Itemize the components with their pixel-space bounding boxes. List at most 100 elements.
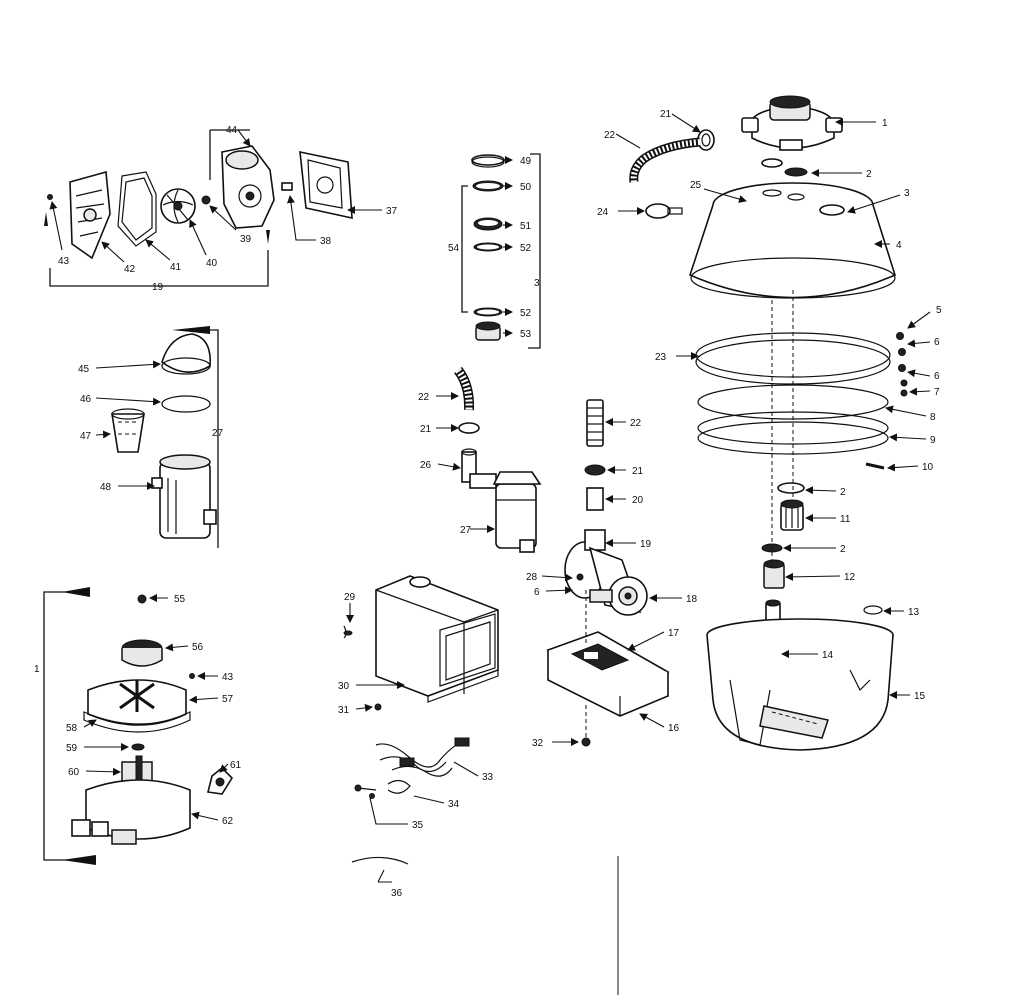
callout-18: 18 <box>686 594 698 605</box>
strainer-basket-part-47 <box>111 408 145 453</box>
callout-15: 15 <box>914 691 926 702</box>
callout-29: 29 <box>344 592 356 603</box>
hose-part-22-top <box>629 137 701 183</box>
callout-38: 38 <box>320 236 332 247</box>
pump-base-part-16 <box>546 631 670 717</box>
callout-43-top: 43 <box>58 256 70 267</box>
callout-20: 20 <box>632 495 644 506</box>
callout-58: 58 <box>66 723 78 734</box>
bracket-group-1 <box>43 591 70 861</box>
callout-51: 51 <box>520 221 532 232</box>
callout-40: 40 <box>206 258 218 269</box>
callout-56: 56 <box>192 642 204 653</box>
gasket-part-2-mid <box>777 482 805 494</box>
clamp-part-21-right <box>584 464 606 476</box>
leader-lines <box>49 113 931 883</box>
power-cord-part-33 <box>375 737 470 777</box>
callout-44: 44 <box>226 125 238 136</box>
cover-part-30 <box>375 575 499 703</box>
callout-43-mid: 43 <box>222 672 234 683</box>
screw-part-32 <box>581 737 591 747</box>
callout-52-upper: 52 <box>520 243 532 254</box>
lid-o-ring-part-46 <box>161 395 211 413</box>
callout-41: 41 <box>170 262 182 273</box>
strainer-part-11 <box>780 499 804 531</box>
callout-42: 42 <box>124 264 136 275</box>
callout-22-top: 22 <box>604 130 616 141</box>
o-ring-part-52-upper <box>473 242 503 252</box>
callout-32: 32 <box>532 738 544 749</box>
hose-part-22-left <box>453 366 475 411</box>
arrow-group-1-bottom <box>62 855 96 865</box>
callout-55: 55 <box>174 594 186 605</box>
valve-head-part-1 <box>741 95 843 151</box>
callout-27-center: 27 <box>460 525 472 536</box>
tank-body-part-15 <box>706 618 894 751</box>
callout-21-top: 21 <box>660 109 672 120</box>
callout-1-group: 1 <box>34 664 40 675</box>
callout-34: 34 <box>448 799 460 810</box>
callout-2-low: 2 <box>840 544 846 555</box>
impeller-part-40 <box>160 188 196 224</box>
callout-3: 3 <box>904 188 910 199</box>
callout-17: 17 <box>668 628 680 639</box>
callout-19-group: 19 <box>152 282 164 293</box>
callout-50: 50 <box>520 182 532 193</box>
callout-19-pump: 19 <box>640 539 652 550</box>
callout-22-right: 22 <box>630 418 642 429</box>
callout-11: 11 <box>840 514 851 525</box>
callout-30: 30 <box>338 681 350 692</box>
callout-8: 8 <box>930 412 936 423</box>
callout-62: 62 <box>222 816 234 827</box>
knob-part-56 <box>121 639 163 667</box>
sight-gauge-part-24 <box>645 203 683 219</box>
clamp-band-part-23 <box>695 332 908 397</box>
callout-53: 53 <box>520 329 532 340</box>
drain-plug-part-38 <box>281 182 293 191</box>
callout-57: 57 <box>222 694 234 705</box>
clamp-part-21-left <box>458 422 480 434</box>
callout-31: 31 <box>338 705 350 716</box>
callout-7: 7 <box>934 387 940 398</box>
screw-part-55 <box>137 594 147 604</box>
o-ring-part-59 <box>131 743 145 751</box>
callout-28: 28 <box>526 572 538 583</box>
gasket-part-41 <box>117 171 157 247</box>
callout-35: 35 <box>412 820 424 831</box>
nipple-part-20 <box>586 487 604 511</box>
callout-13: 13 <box>908 607 920 618</box>
callout-45: 45 <box>78 364 90 375</box>
callout-3-group: 3 <box>534 278 540 289</box>
cord-clamp-part-34 <box>387 779 411 794</box>
callout-24: 24 <box>597 207 609 218</box>
screw-part-43-top <box>47 194 53 200</box>
callout-labels: 1 2 3 4 5 6 6 7 8 9 10 2 11 2 12 13 14 1… <box>34 109 942 899</box>
callout-6-a: 6 <box>934 337 940 348</box>
strain-relief-part-35 <box>354 784 377 799</box>
callout-6-b: 6 <box>934 371 940 382</box>
gasket-part-2-upper <box>761 158 783 168</box>
callout-25: 25 <box>690 180 702 191</box>
bracket-group-19 <box>49 250 269 287</box>
elbow-part-26 <box>461 448 497 489</box>
callout-39: 39 <box>240 234 252 245</box>
callout-16: 16 <box>668 723 680 734</box>
callout-47: 47 <box>80 431 92 442</box>
arrow-group-1-top <box>62 587 90 597</box>
pump-cover-part-42 <box>69 170 111 260</box>
valve-body-part-62 <box>71 779 191 845</box>
adapter-part-12 <box>763 559 785 589</box>
callout-52-lower: 52 <box>520 308 532 319</box>
bracket-group-54 <box>461 185 468 313</box>
callout-21-left: 21 <box>420 424 432 435</box>
volute-part-44 <box>221 145 275 229</box>
bracket-group-44 <box>209 129 250 180</box>
bracket-group-3 <box>528 153 541 349</box>
callout-6-pump: 6 <box>534 587 540 598</box>
strainer-housing-part-48 <box>151 454 217 539</box>
callout-23: 23 <box>655 352 667 363</box>
callout-21-right: 21 <box>632 466 644 477</box>
callout-46: 46 <box>80 394 92 405</box>
gasket-part-2-top <box>784 167 808 177</box>
motor-part-18 <box>588 546 648 616</box>
